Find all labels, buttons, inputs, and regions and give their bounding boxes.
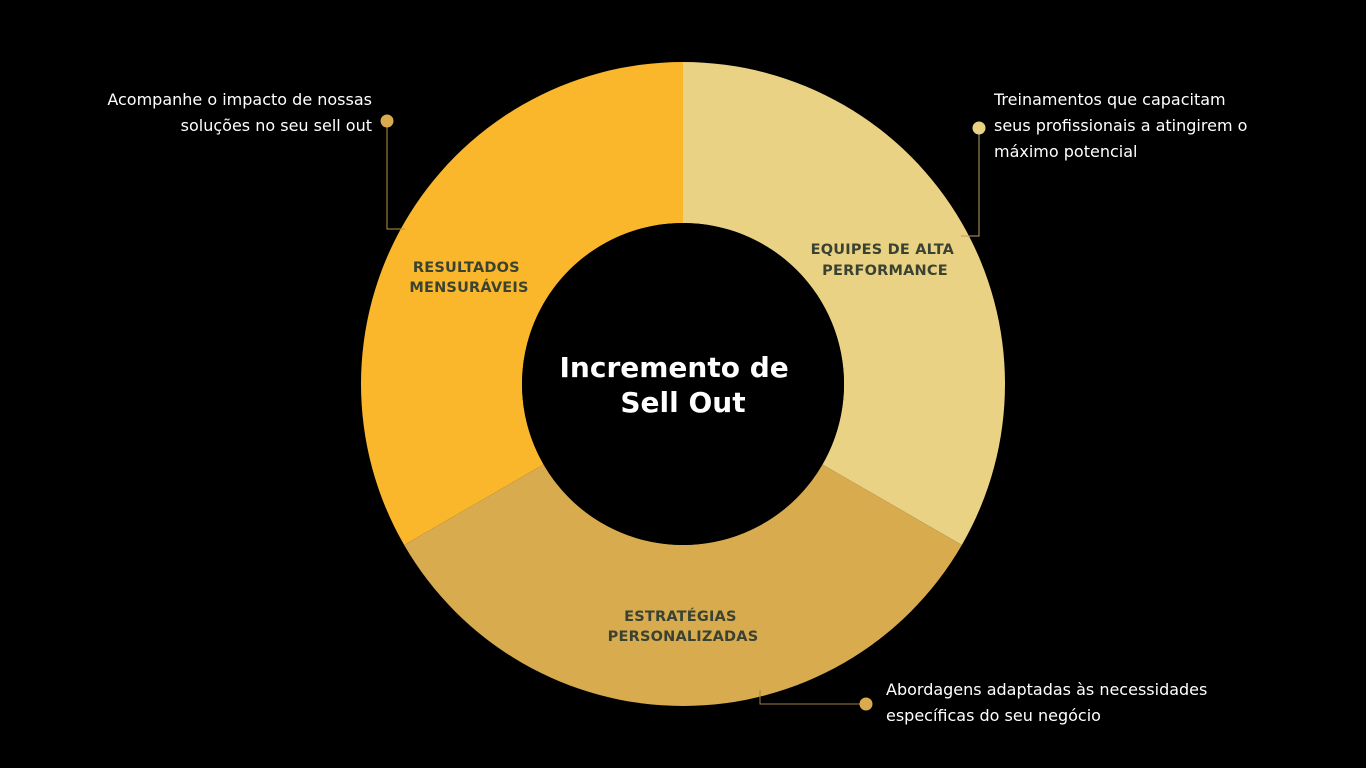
description-line: Abordagens adaptadas às necessidades (886, 680, 1208, 699)
segment-estrategias (404, 464, 962, 706)
description-line: Treinamentos que capacitam (994, 90, 1226, 109)
donut-center (522, 223, 844, 545)
segment-label-estrategias: ESTRATÉGIAS PERSONALIZADAS (608, 608, 759, 645)
connector-dot-equipes (972, 121, 986, 135)
connector-line-estrategias (759, 690, 866, 705)
segment-label-line: RESULTADOS (413, 260, 520, 276)
segment-label-resultados: RESULTADOS MENSURÁVEIS (409, 260, 528, 296)
segment-equipes (683, 62, 1006, 545)
description-line: soluções no seu sell out (180, 116, 372, 135)
description-equipes: Treinamentos que capacitam seus profissi… (994, 87, 1247, 165)
description-line: específicas do seu negócio (886, 706, 1101, 725)
center-title-line: Incremento de (560, 351, 789, 384)
segment-label-line: MENSURÁVEIS (409, 279, 528, 296)
segment-label-line: PERSONALIZADAS (608, 629, 759, 645)
connector-line-resultados (386, 121, 405, 230)
segment-label-line: EQUIPES DE ALTA (811, 242, 955, 258)
description-resultados: Acompanhe o impacto de nossas soluções n… (107, 87, 372, 139)
description-line: máximo potencial (994, 142, 1138, 161)
center-title-line: Sell Out (620, 386, 745, 419)
segment-resultados (361, 62, 683, 545)
connector-dot-estrategias (859, 697, 873, 711)
segment-label-equipes: EQUIPES DE ALTA PERFORMANCE (811, 242, 960, 279)
segment-label-line: ESTRATÉGIAS (624, 608, 736, 625)
connector-dot-resultados (380, 114, 394, 128)
description-estrategias: Abordagens adaptadas às necessidades esp… (886, 677, 1207, 729)
description-line: seus profissionais a atingirem o (994, 116, 1248, 135)
connector-line-equipes (961, 128, 980, 237)
center-title: Incremento de Sell Out (560, 351, 799, 419)
description-line: Acompanhe o impacto de nossas (107, 90, 372, 109)
segment-label-line: PERFORMANCE (822, 263, 948, 279)
